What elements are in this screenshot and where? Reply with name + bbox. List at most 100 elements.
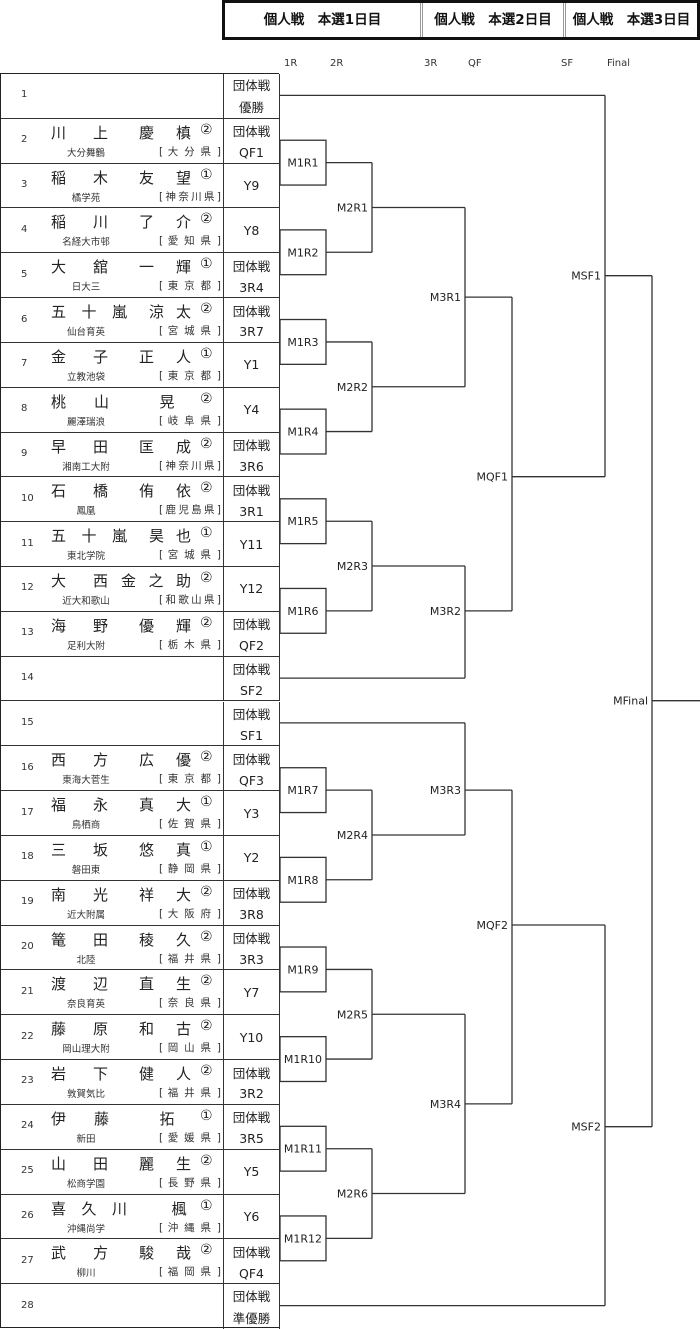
seed-label: SF1 xyxy=(239,727,264,743)
player-family-name: 三坂 xyxy=(51,840,108,859)
seed-label: 団体戦 xyxy=(232,662,271,678)
entry-number: 8 xyxy=(21,403,28,415)
seed-label: 3R7 xyxy=(239,324,264,340)
seed-label: 団体戦 xyxy=(232,706,271,722)
player-given-name: 匡成 xyxy=(139,437,191,456)
player-school: 奈良育英 xyxy=(66,999,105,1011)
player-prefecture: [和歌山県] xyxy=(159,594,221,607)
player-school: 足利大附 xyxy=(66,640,105,652)
player-given-name: 正人 xyxy=(139,347,191,366)
match-label: M2R2 xyxy=(337,381,368,394)
player-prefecture: [ 静 岡 県 ] xyxy=(159,862,221,875)
player-family-name: 五十嵐 xyxy=(51,527,127,546)
player-prefecture: [ 大 阪 府 ] xyxy=(159,907,221,920)
player-family-name: 金子 xyxy=(51,347,108,366)
match-label: M3R2 xyxy=(430,605,461,618)
match-label: M2R1 xyxy=(337,201,368,214)
seed-label: Y1 xyxy=(243,357,260,373)
player-prefecture: [ 愛 知 県 ] xyxy=(159,235,221,248)
match-label: M3R3 xyxy=(430,784,461,797)
player-prefecture: [ 福 井 県 ] xyxy=(159,952,221,965)
day-1-header: 個人戦 本選1日目 xyxy=(225,3,423,37)
player-given-name: 金之助 xyxy=(121,572,191,591)
seed-label: 団体戦 xyxy=(232,124,271,140)
seed-label: 優勝 xyxy=(238,100,264,116)
player-family-name: 大舘 xyxy=(51,258,108,277)
entry-number: 1 xyxy=(21,89,28,101)
match-label: M3R4 xyxy=(430,1098,461,1111)
seed-label: 3R6 xyxy=(239,458,264,474)
player-given-name: 楓 xyxy=(171,1199,187,1218)
entry-number: 25 xyxy=(21,1165,34,1177)
player-given-name: 拓 xyxy=(159,1109,175,1128)
player-school: 麗澤瑞浪 xyxy=(66,416,105,428)
round-label-2r: 2R xyxy=(330,58,344,69)
player-school: 鳥栖商 xyxy=(71,820,101,832)
player-grade: ① xyxy=(200,256,213,273)
player-prefecture: [神奈川県] xyxy=(159,190,221,203)
match-label: M2R4 xyxy=(337,829,368,842)
player-school: 新田 xyxy=(76,1133,96,1145)
player-family-name: 篭田 xyxy=(51,930,108,949)
player-grade: ② xyxy=(200,211,213,228)
seed-label: Y7 xyxy=(243,984,260,1000)
player-family-name: 西方 xyxy=(51,751,108,770)
player-school: 東海大菅生 xyxy=(62,775,110,787)
player-prefecture: [ 東 京 都 ] xyxy=(159,369,221,382)
seed-cell: 団体戦 SF1 xyxy=(223,701,280,746)
seed-label: QF1 xyxy=(239,145,264,161)
entry-number: 28 xyxy=(21,1299,34,1311)
player-given-name: 祥大 xyxy=(139,885,191,904)
match-label: M2R6 xyxy=(337,1188,368,1201)
player-prefecture: [ 東 京 都 ] xyxy=(159,773,221,786)
player-prefecture: [ 岐 阜 県 ] xyxy=(159,414,221,427)
player-given-name: 和古 xyxy=(139,1020,191,1039)
match-label: M1R9 xyxy=(287,963,318,976)
player-prefecture: [ 大 分 県 ] xyxy=(159,145,221,158)
entry-number: 23 xyxy=(21,1075,34,1087)
entry-number: 26 xyxy=(21,1209,34,1221)
seed-label: 団体戦 xyxy=(232,78,271,94)
player-school: 仙台育英 xyxy=(66,327,105,339)
seed-label: 3R5 xyxy=(239,1131,264,1147)
player-family-name: 山田 xyxy=(51,1154,108,1173)
player-family-name: 桃山 xyxy=(51,392,109,411)
match-label: M1R6 xyxy=(287,605,318,618)
player-school: 敦賀気比 xyxy=(66,1089,105,1101)
player-given-name: 健人 xyxy=(139,1065,191,1084)
player-prefecture: [ 福 岡 県 ] xyxy=(159,1266,221,1279)
player-grade: ② xyxy=(200,749,213,766)
match-label: M1R7 xyxy=(287,784,318,797)
player-grade: ② xyxy=(200,570,213,587)
player-school: 沖縄尚学 xyxy=(66,1223,105,1235)
seed-label: Y11 xyxy=(239,536,264,552)
seed-label: Y8 xyxy=(243,222,260,238)
match-label: M1R2 xyxy=(287,246,318,259)
match-label: M1R3 xyxy=(287,336,318,349)
player-prefecture: [ 奈 良 県 ] xyxy=(159,997,221,1010)
entry-number: 20 xyxy=(21,941,34,952)
day-3-header: 個人戦 本選3日目 xyxy=(572,12,691,28)
seed-label: Y3 xyxy=(243,805,260,821)
player-given-name: 優輝 xyxy=(139,616,191,635)
match-label: MSF1 xyxy=(571,270,601,283)
seed-label: 団体戦 xyxy=(232,931,271,947)
player-family-name: 川上 xyxy=(51,123,108,142)
player-prefecture: [神奈川県] xyxy=(159,459,221,472)
player-family-name: 五十嵐 xyxy=(51,303,127,322)
player-family-name: 福永 xyxy=(51,796,108,815)
seed-label: Y10 xyxy=(239,1029,264,1045)
entry-number: 27 xyxy=(21,1254,34,1266)
player-school: 鳳凰 xyxy=(76,506,96,518)
player-grade: ② xyxy=(200,928,213,945)
player-school: 湘南工大附 xyxy=(62,461,110,473)
